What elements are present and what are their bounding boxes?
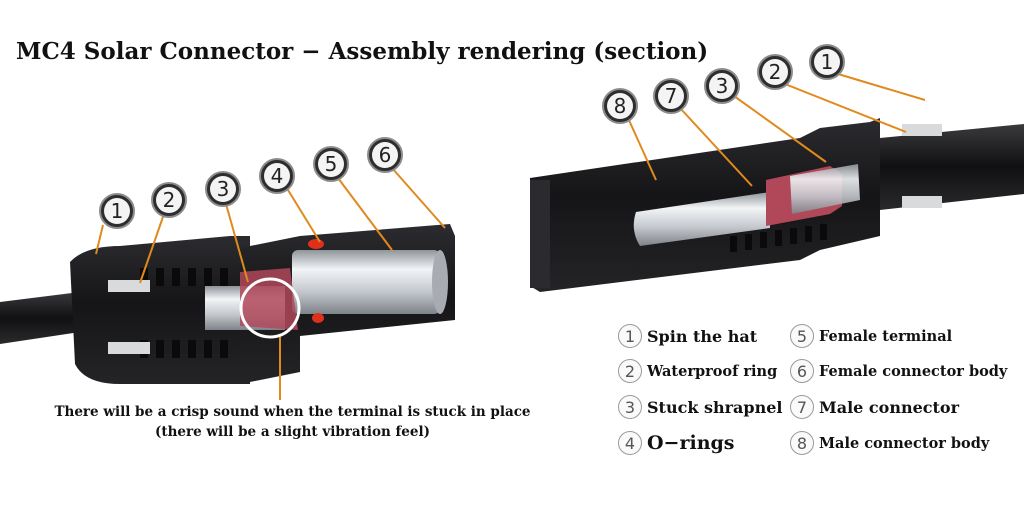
right-opening [530,180,550,288]
legend-label: Male connector [819,397,959,417]
callout-number: 4 [271,164,284,188]
left-callout-2: 2 [151,182,187,218]
legend-item-7: 7 Male connector [790,395,959,419]
right-callout-3: 3 [704,68,740,104]
callout-number: 5 [325,152,338,176]
left-callout-1: 1 [99,193,135,229]
legend-item-8: 8 Male connector body [790,431,989,455]
right-callout-7: 7 [653,78,689,114]
male-connector-section [530,118,1024,292]
right-callout-8: 8 [602,88,638,124]
left-waterproof-ring-bottom [108,342,150,354]
left-female-terminal [292,250,440,314]
legend-number: 8 [790,431,814,455]
right-threads [730,224,827,252]
right-cable [880,124,1024,210]
legend-number: 3 [618,395,642,419]
legend-label: Spin the hat [647,326,758,346]
legend-item-1: 1 Spin the hat [618,324,757,348]
left-waterproof-ring-top [108,280,150,292]
right-leaders [627,73,926,187]
callout-number: 1 [821,50,834,74]
legend-number: 5 [790,324,814,348]
right-waterproof-ring-bottom [902,196,942,208]
callout-number: 2 [163,188,176,212]
callout-number: 3 [716,74,729,98]
left-callout-5: 5 [313,146,349,182]
left-shrapnel [240,268,298,330]
legend-label: Female connector body [819,362,1008,380]
callout-number: 1 [111,199,124,223]
right-male-pin [633,192,770,246]
left-leaders [95,167,446,284]
left-callout-4: 4 [259,158,295,194]
legend-number: 2 [618,359,642,383]
legend-label: Male connector body [819,434,990,452]
page-title: MC4 Solar Connector − Assembly rendering… [16,38,709,65]
callout-number: 7 [665,84,678,108]
legend-item-5: 5 Female terminal [790,324,952,348]
diagram-caption: There will be a crisp sound when the ter… [30,402,555,442]
caption-line-1: There will be a crisp sound when the ter… [54,404,531,420]
legend-item-4: 4 O−rings [618,431,735,455]
callout-number: 2 [769,60,782,84]
left-o-ring-bottom [312,313,324,323]
right-callout-2: 2 [757,54,793,90]
left-callout-3: 3 [205,171,241,207]
callout-number: 6 [379,143,392,167]
legend-label: Waterproof ring [647,362,778,380]
left-highlight-circle [239,277,301,339]
callout-number: 8 [614,94,627,118]
legend-number: 4 [618,431,642,455]
left-cable [0,292,80,344]
caption-line-2: (there will be a slight vibration feel) [154,424,431,440]
legend-label: O−rings [647,432,735,454]
right-waterproof-ring-top [902,124,942,136]
left-terminal-end [432,250,448,314]
legend-label: Female terminal [819,327,953,345]
right-shrapnel-metal [790,164,860,214]
legend-item-6: 6 Female connector body [790,359,1007,383]
callout-badges: 1 2 3 4 5 6 8 7 3 2 1 [99,44,845,229]
left-o-ring-top [308,239,324,249]
legend-item-3: 3 Stuck shrapnel [618,395,783,419]
legend-number: 1 [618,324,642,348]
parts-legend: 1 Spin the hat 2 Waterproof ring 3 Stuck… [618,320,1024,470]
left-callout-6: 6 [367,137,403,173]
legend-label: Stuck shrapnel [647,397,783,417]
right-callout-1: 1 [809,44,845,80]
legend-number: 6 [790,359,814,383]
legend-number: 7 [790,395,814,419]
legend-item-2: 2 Waterproof ring [618,359,777,383]
callout-number: 3 [217,177,230,201]
female-connector-section [0,224,455,400]
